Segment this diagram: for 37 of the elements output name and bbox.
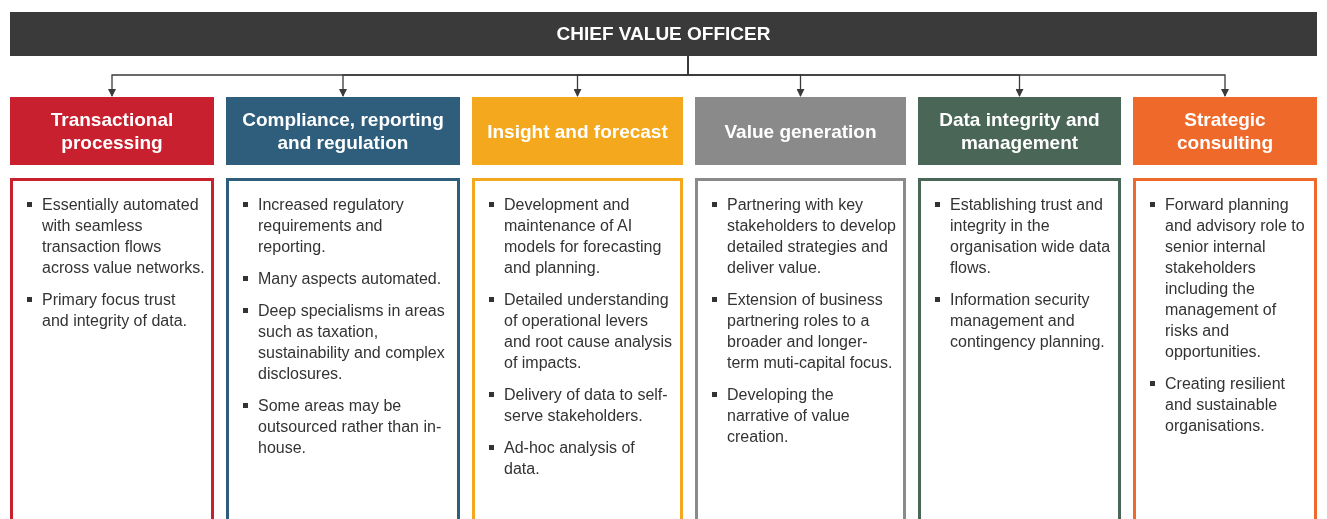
description-panel [918,178,1121,519]
bullet-text: Some areas may be outsourced rather than in-house. [258,396,443,458]
header-text: Data integrity and management [938,108,1101,154]
bullet-text: Essentially automated with seamless transaction flows across value networks. [42,195,205,278]
category-header [226,97,460,165]
bullet-text: Creating resilient and sustainable organisations. [1165,374,1287,436]
description-panel [10,178,214,519]
bullet-text: Partnering with key stakeholders to develop detailed strategies and deliver value. [727,195,897,278]
title-bar [10,12,1317,56]
bullet-text: Forward planning and advisory role to senior internal stakeholders including the management of risks and opportunities. [1165,195,1306,362]
header-text: Insight and forecast [487,119,668,143]
bullet-text: Developing the narrative of value creation. [727,385,851,447]
bullet-text: Information security management and contingency planning. [950,290,1106,352]
category-header [472,97,683,165]
bullet-text: Ad-hoc analysis of data. [504,438,636,479]
category-header [918,97,1121,165]
bullet-text: Many aspects automated. [258,269,442,289]
bullet-text: Establishing trust and integrity in the organisation wide data flows. [950,195,1112,278]
bullet-text: Delivery of data to self-serve stakeholders. [504,385,669,426]
bullet-text: Detailed understanding of operational levers and root cause analysis of impacts. [504,290,674,373]
description-panel [226,178,460,519]
header-text: Value generation [724,119,877,143]
header-text: Transactional processing [49,108,175,154]
header-text: Compliance, reporting and regulation [241,108,445,154]
description-panel [1133,178,1317,519]
bullet-text: Extension of business partnering roles to a broader and longer-term muti-capital focus. [727,290,894,373]
description-panel [695,178,906,519]
title-text: CHIEF VALUE OFFICER [556,21,771,46]
bullet-text: Development and maintenance of AI models for forecasting and planning. [504,195,663,278]
category-header [1133,97,1317,165]
bullet-text: Deep specialisms in areas such as taxation, sustainability and complex disclosures. [258,301,446,384]
bullet-text: Increased regulatory requirements and reporting. [258,195,405,257]
description-panel [472,178,683,519]
bullet-text: Primary focus trust and integrity of data. [42,290,188,331]
header-text: Strategic consulting [1175,108,1275,154]
category-header [695,97,906,165]
category-header [10,97,214,165]
